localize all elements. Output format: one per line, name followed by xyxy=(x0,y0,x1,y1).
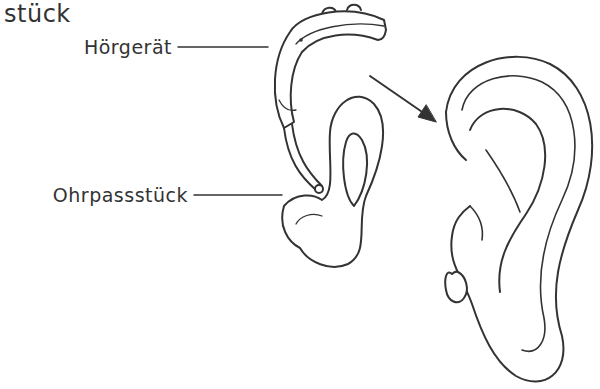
ear-mold xyxy=(282,97,383,267)
leader-line xyxy=(178,46,268,48)
leader-line xyxy=(194,194,282,196)
heading-fragment: stück xyxy=(4,0,71,29)
direction-arrow xyxy=(370,76,436,122)
part-label: Ohrpassstück xyxy=(53,184,188,207)
part-label: Hörgerät xyxy=(84,36,172,59)
ear xyxy=(445,57,592,382)
